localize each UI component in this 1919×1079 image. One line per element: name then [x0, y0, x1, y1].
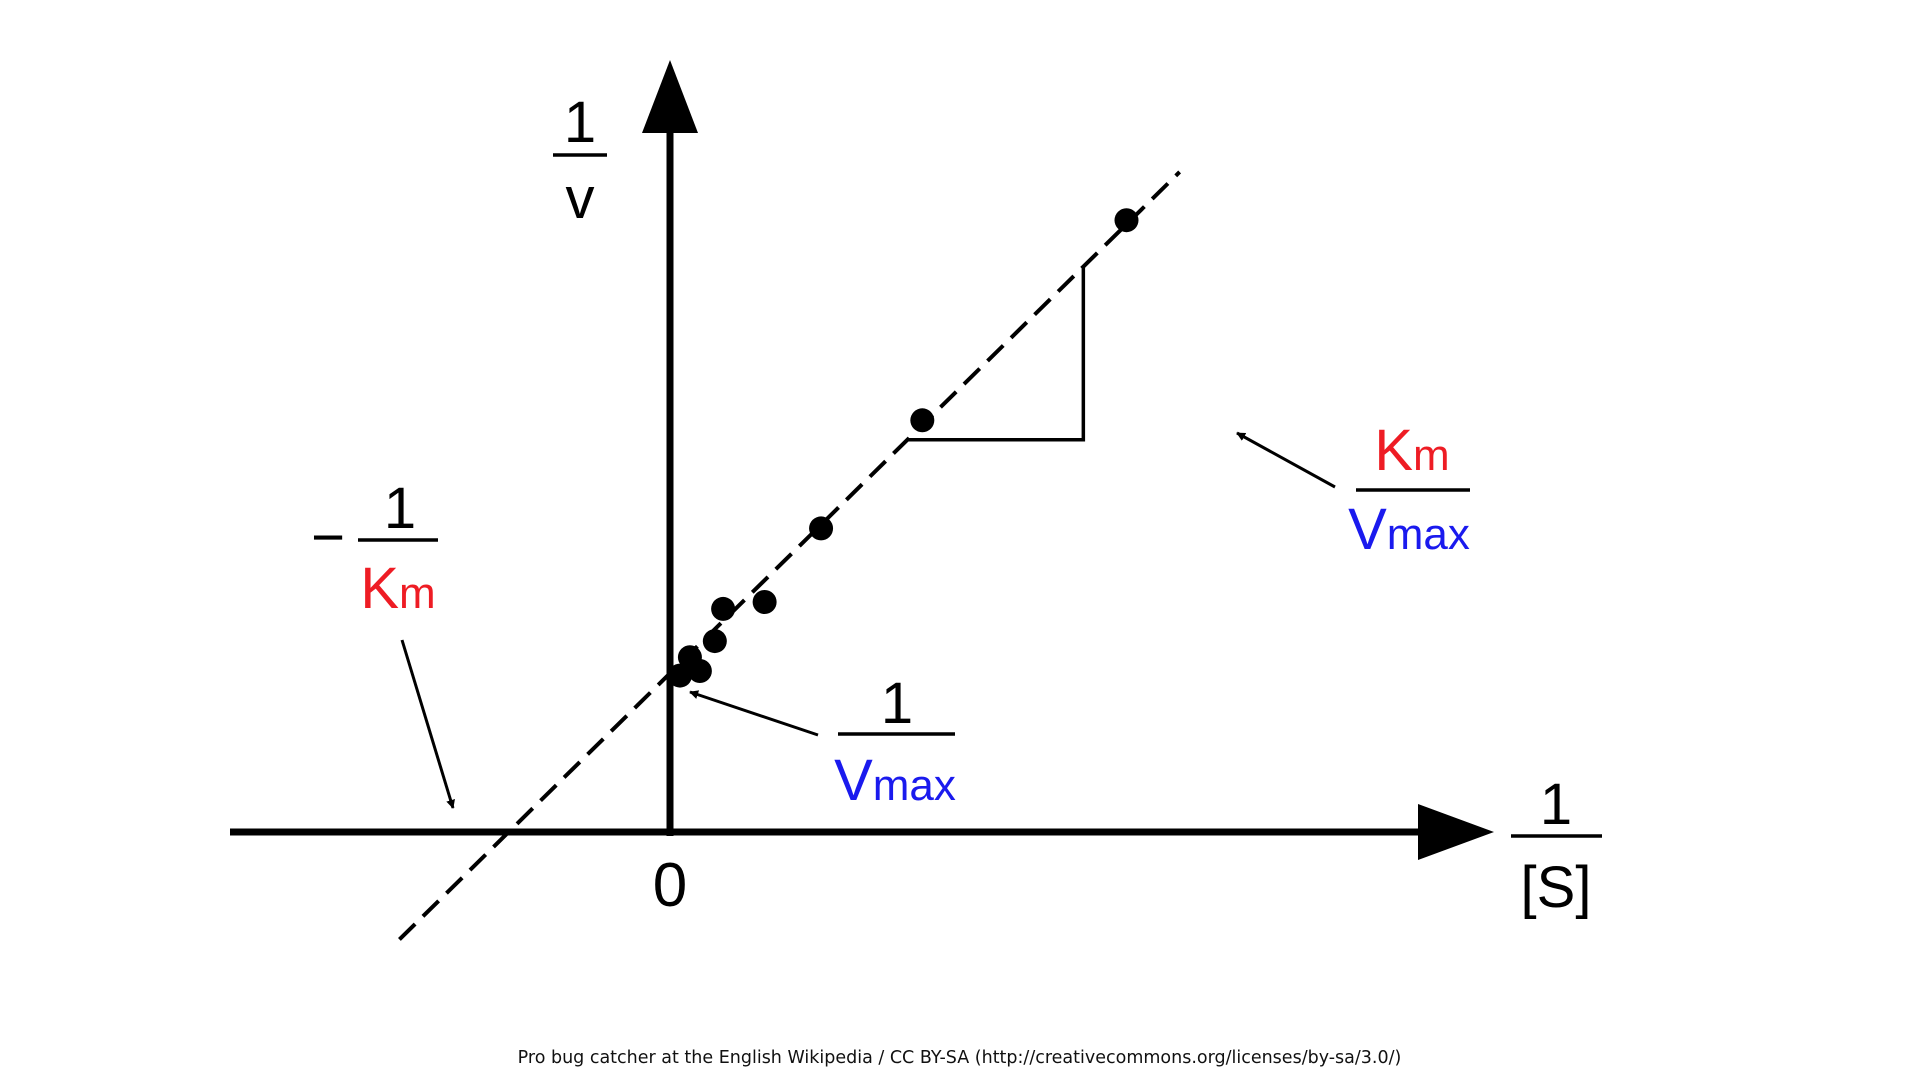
km-symbol: K — [1374, 418, 1413, 483]
data-point — [809, 516, 834, 541]
x-axis-label: 1 [S] — [1511, 772, 1602, 920]
vmax-subscript: max — [873, 761, 956, 810]
slope-denominator: Vmax — [1348, 497, 1470, 562]
vmax-symbol: V — [1348, 497, 1387, 562]
data-point — [910, 408, 935, 433]
y-axis-label-denominator: v — [566, 166, 595, 231]
km-subscript: m — [1413, 431, 1450, 480]
y-intercept-pointer — [689, 690, 819, 737]
x-intercept-pointer — [400, 639, 455, 809]
fit-line — [398, 170, 1182, 941]
x-intercept-numerator: 1 — [384, 476, 416, 541]
data-point — [752, 590, 777, 614]
x-axis-arrowhead — [1418, 804, 1494, 860]
y-axis-label: 1 v — [553, 90, 607, 231]
x-intercept-denominator: Km — [360, 556, 435, 621]
y-intercept-denominator: Vmax — [834, 748, 956, 813]
data-point — [667, 663, 692, 688]
origin-label: 0 — [653, 851, 687, 920]
y-intercept-numerator: 1 — [881, 671, 913, 736]
slope-annotation: Km Vmax — [1236, 418, 1470, 562]
x-axis-label-numerator: 1 — [1540, 772, 1572, 837]
x-axis-label-denominator: [S] — [1521, 855, 1592, 920]
y-axis-label-numerator: 1 — [564, 90, 596, 155]
km-subscript: m — [399, 569, 436, 618]
km-symbol: K — [360, 556, 399, 621]
data-point — [1114, 208, 1139, 233]
data-points — [667, 208, 1139, 688]
slope-pointer — [1236, 431, 1336, 489]
slope-triangle — [907, 266, 1086, 442]
x-intercept-annotation: − 1 Km — [311, 476, 455, 809]
y-axis-arrowhead — [642, 60, 698, 133]
y-intercept-annotation: 1 Vmax — [689, 671, 956, 813]
slope-numerator: Km — [1374, 418, 1449, 483]
vmax-symbol: V — [834, 748, 873, 813]
data-point — [711, 596, 736, 621]
data-point — [702, 629, 727, 654]
vmax-subscript: max — [1387, 510, 1470, 559]
image-credit: Pro bug catcher at the English Wikipedia… — [517, 1048, 1402, 1068]
data-point — [687, 659, 712, 683]
x-intercept-sign: − — [311, 505, 345, 570]
